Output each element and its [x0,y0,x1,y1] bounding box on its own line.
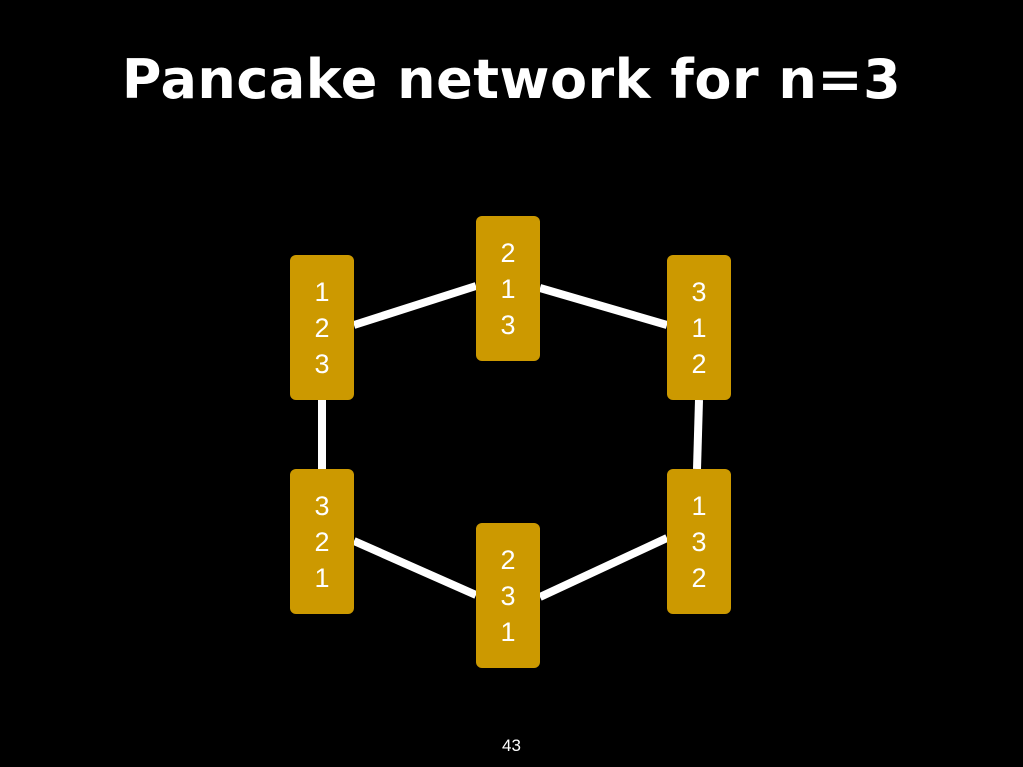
node-digit: 1 [500,273,516,304]
edge-132-231 [538,534,669,601]
node-digit: 3 [691,526,707,557]
node-digit: 3 [314,348,330,379]
node-digit: 2 [691,348,707,379]
slide-title: Pancake network for n=3 [121,48,902,111]
edge-312-132 [693,399,703,470]
node-312[interactable]: 3 1 2 [667,255,731,400]
node-digit: 2 [314,526,330,557]
node-213[interactable]: 2 1 3 [476,216,540,361]
page-number: 43 [502,736,521,755]
edge-231-321 [352,537,478,599]
node-digit: 1 [314,276,330,307]
node-digit: 2 [314,312,330,343]
node-digit: 1 [500,616,516,647]
node-123[interactable]: 1 2 3 [290,255,354,400]
node-digit: 2 [500,544,516,575]
node-digit: 1 [691,312,707,343]
node-digit: 1 [314,562,330,593]
node-digit: 3 [500,580,516,611]
edge-213-312 [538,284,669,329]
node-231[interactable]: 2 3 1 [476,523,540,668]
edge-123-213 [352,282,478,329]
node-132[interactable]: 1 3 2 [667,469,731,614]
node-digit: 1 [691,490,707,521]
node-digit: 2 [691,562,707,593]
node-digit: 3 [314,490,330,521]
node-digit: 2 [500,237,516,268]
node-digit: 3 [691,276,707,307]
node-321[interactable]: 3 2 1 [290,469,354,614]
node-digit: 3 [500,309,516,340]
